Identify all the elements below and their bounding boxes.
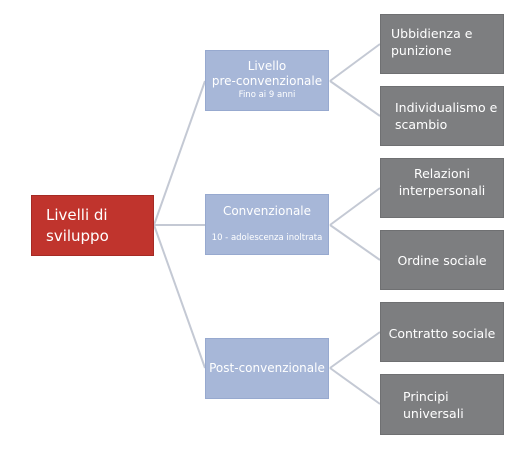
level-node-conventional: Convenzionale 10 - adolescenza inoltrata (205, 194, 329, 255)
level-node-postconventional: Post-convenzionale (205, 338, 329, 399)
stage-label-line1: Individualismo e (395, 100, 498, 115)
stage-label-line2: interpersonali (398, 183, 486, 198)
level-subtitle: Fino ai 9 anni (238, 90, 296, 100)
stage-label-line1: Principi (403, 388, 449, 404)
level-title: Post-convenzionale (209, 361, 325, 375)
stage-label-line1: Contratto sociale (388, 326, 496, 341)
stage-label-line1: Ordine sociale (397, 252, 487, 268)
stage-node-social-order: Ordine sociale (380, 230, 504, 290)
root-label-line2: sviluppo (46, 226, 109, 245)
stage-node-universal-principles: Principi universali (380, 374, 504, 435)
stage-label-line1: Relazioni (413, 166, 471, 181)
stage-label-line2: universali (403, 405, 464, 421)
level-title-line2: pre-convenzionale (211, 74, 323, 88)
level-title-line1: Livello (247, 59, 287, 73)
stage-node-individualism: Individualismo e scambio (380, 86, 504, 146)
stage-node-social-contract: Contratto sociale (380, 302, 504, 362)
stage-label-line2: punizione (391, 43, 452, 58)
stage-node-obedience: Ubbidienza e punizione (380, 14, 504, 74)
stage-label-line1: Ubbidienza e (391, 26, 473, 41)
root-node: Livelli di sviluppo (31, 195, 154, 256)
level-title: Convenzionale (222, 204, 312, 218)
root-label-line1: Livelli di (46, 205, 108, 224)
level-node-preconventional: Livello pre-convenzionale Fino ai 9 anni (205, 50, 329, 111)
stage-label-line2: scambio (395, 117, 448, 132)
level-subtitle: 10 - adolescenza inoltrata (211, 233, 323, 243)
stage-node-interpersonal: Relazioni interpersonali (380, 158, 504, 218)
